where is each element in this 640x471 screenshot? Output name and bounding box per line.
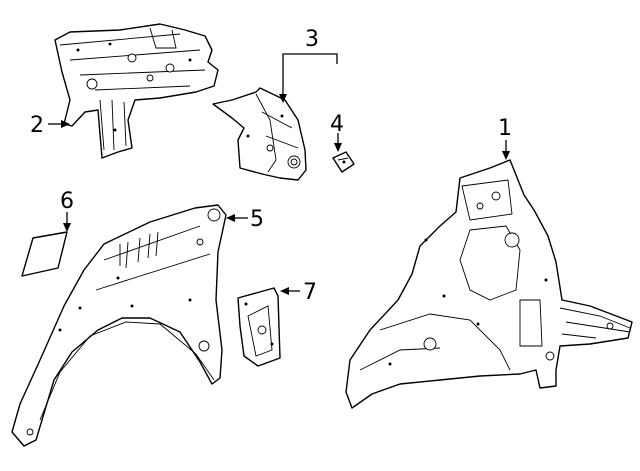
part-3-bracket xyxy=(212,87,307,181)
callout-leaders xyxy=(48,53,510,295)
callout-1: 1 xyxy=(498,116,512,141)
callout-4: 4 xyxy=(330,112,344,137)
callout-6: 6 xyxy=(60,189,74,214)
part-2-upper-panel xyxy=(54,23,219,159)
callout-labels: 1 2 3 4 5 6 7 xyxy=(30,27,512,305)
part-1-quarter-inner-assembly xyxy=(345,159,633,409)
part-7-plate xyxy=(237,287,281,367)
callout-2: 2 xyxy=(30,113,44,138)
callout-3: 3 xyxy=(305,27,319,52)
callout-5: 5 xyxy=(250,207,264,232)
callout-7: 7 xyxy=(303,280,317,305)
part-4-clip xyxy=(332,151,355,173)
part-5-wheelhouse-panel xyxy=(11,204,227,447)
part-6-pad xyxy=(21,231,68,277)
